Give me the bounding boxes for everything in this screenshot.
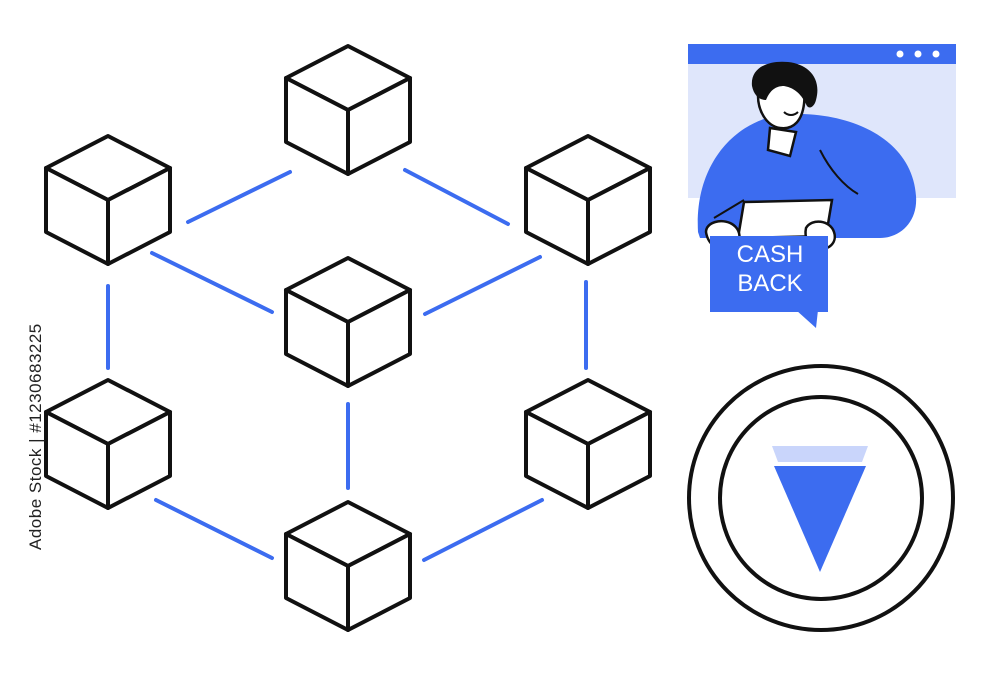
coin-arrow-down-icon [687,364,955,632]
cashback-bubble [710,236,828,328]
window-dot-icon [914,50,922,58]
cube-icon [284,500,412,632]
cube-icon [524,134,652,266]
blockchain-network [44,44,652,632]
window-dot-icon [932,50,940,58]
network-connections [106,168,588,562]
cube-icon [44,134,172,266]
cashback-line-1: CASH [736,241,804,268]
cube-icon [284,44,412,176]
person [697,61,917,253]
cashback-line-2: BACK [737,270,803,297]
stock-id-label: Adobe Stock | #1230683225 [26,323,45,550]
cube-icon [524,378,652,510]
cashback-label: CASH BACK [712,240,828,298]
cube-icon [284,256,412,388]
cube-icon [44,378,172,510]
window-dot-icon [896,50,904,58]
